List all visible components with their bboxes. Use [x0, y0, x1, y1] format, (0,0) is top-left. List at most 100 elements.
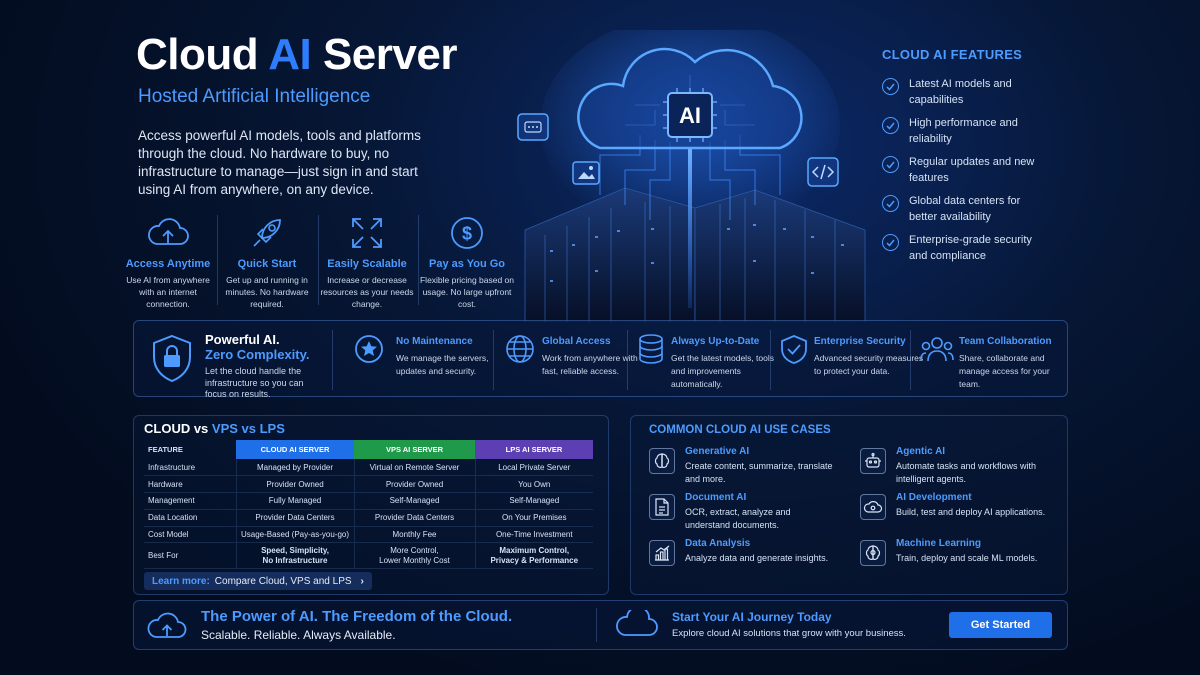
- mid-item-title: Global Access: [542, 336, 611, 347]
- divider: [217, 215, 218, 305]
- mid-item-desc: Share, collaborate and manage access for…: [959, 353, 1050, 389]
- benefit-title: Access Anytime: [125, 258, 211, 270]
- feature-item: High performance and reliability: [882, 116, 1042, 147]
- lock-shield-icon: [150, 333, 194, 388]
- divider: [910, 330, 911, 390]
- globe-icon: [505, 334, 535, 369]
- use-case-title: AI Development: [896, 492, 972, 503]
- feature-item: Latest AI models and capabilities: [882, 77, 1042, 108]
- get-started-button[interactable]: Get Started: [949, 612, 1052, 638]
- benefit-desc: Flexible pricing based on usage. No larg…: [419, 275, 515, 309]
- benefit-desc: Use AI from anywhere with an internet co…: [126, 275, 210, 309]
- use-cases-panel: [630, 415, 1068, 595]
- use-case-desc: Automate tasks and workflows with intell…: [896, 461, 1037, 484]
- chat-icon: [517, 113, 549, 141]
- benefit-quick-start: Quick Start Get up and running in minute…: [217, 213, 317, 310]
- cloud-upload-icon: [146, 611, 188, 646]
- learn-more-label: Learn more:: [152, 575, 210, 587]
- table-cell: Provider Owned: [353, 475, 475, 494]
- table-cell: Usage-Based (Pay-as-you-go): [235, 526, 354, 544]
- page-title: Cloud AI Server: [136, 30, 457, 79]
- check-circle-icon: [882, 117, 899, 134]
- table-header-row: FEATURE CLOUD AI SERVER VPS AI SERVER LP…: [144, 440, 593, 459]
- mid-item-desc: Get the latest models, tools and improve…: [671, 353, 774, 389]
- divider: [318, 215, 319, 305]
- benefit-pay-as-you-go: $ Pay as You Go Flexible pricing based o…: [417, 213, 517, 310]
- shield-check-icon: [780, 334, 808, 369]
- rocket-icon: [217, 213, 317, 253]
- table-cell: On Your Premises: [474, 509, 593, 527]
- team-icon: [920, 334, 954, 369]
- learn-more-text: Compare Cloud, VPS and LPS: [214, 575, 352, 587]
- mid-item-title: Team Collaboration: [959, 336, 1052, 347]
- hero-description: Access powerful AI models, tools and pla…: [138, 128, 421, 197]
- table-cell: Self-Managed: [353, 492, 475, 510]
- table-cell: Monthly Fee: [353, 526, 475, 544]
- database-icon: [638, 334, 664, 369]
- expand-arrows-icon: [317, 213, 417, 253]
- use-case-title: Machine Learning: [896, 538, 982, 549]
- dollar-icon: $: [417, 213, 517, 253]
- cloud-gear-icon: [860, 494, 886, 520]
- feature-text: Global data centers for better availabil…: [909, 195, 1021, 223]
- table-cell: Cost Model: [144, 526, 236, 544]
- table-cell: Maximum Control,Privacy & Performance: [474, 542, 593, 570]
- brain-icon: [649, 448, 675, 474]
- table-cell: Managed by Provider: [235, 459, 354, 477]
- cloud-chip-label: AI: [679, 103, 701, 128]
- check-circle-icon: [882, 78, 899, 95]
- check-circle-icon: [882, 156, 899, 173]
- table-cell: Best For: [144, 542, 236, 570]
- divider: [627, 330, 628, 390]
- powerful-title-2: Zero Complexity.: [205, 347, 310, 362]
- mid-item-desc: We manage the servers, updates and secur…: [396, 353, 489, 376]
- feature-text: Latest AI models and capabilities: [909, 78, 1012, 106]
- benefit-title: Easily Scalable: [327, 258, 407, 270]
- use-case-title: Data Analysis: [685, 538, 751, 549]
- table-row: Best For Speed, Simplicity,No Infrastruc…: [144, 542, 593, 570]
- mid-item-desc: Advanced security measures to protect yo…: [814, 353, 924, 376]
- star-badge-icon: [354, 334, 384, 369]
- use-case-desc: Build, test and deploy AI applications.: [896, 507, 1046, 517]
- divider: [332, 330, 333, 390]
- table-cell: Speed, Simplicity,No Infrastructure: [235, 542, 354, 570]
- divider: [418, 215, 419, 305]
- benefits-band: [133, 320, 1068, 397]
- table-cell: Provider Data Centers: [353, 509, 475, 527]
- table-cell: Provider Data Centers: [235, 509, 354, 527]
- features-title: CLOUD AI FEATURES: [882, 47, 1023, 62]
- feature-text: High performance and reliability: [909, 117, 1018, 145]
- powerful-desc: Let the cloud handle the infrastructure …: [205, 366, 304, 399]
- footer-banner: [133, 600, 1068, 650]
- cta-title: Start Your AI Journey Today: [672, 610, 832, 624]
- feature-text: Regular updates and new features: [909, 156, 1035, 184]
- benefit-desc: Get up and running in minutes. No hardwa…: [225, 275, 309, 309]
- robot-icon: [860, 448, 886, 474]
- feature-item: Global data centers for better availabil…: [882, 194, 1042, 225]
- divider: [493, 330, 494, 390]
- column-header: LPS AI SERVER: [475, 440, 593, 459]
- feature-item: Regular updates and new features: [882, 155, 1042, 186]
- footer-subtitle: Scalable. Reliable. Always Available.: [201, 628, 396, 642]
- learn-more-link[interactable]: Learn more: Compare Cloud, VPS and LPS ›: [144, 572, 372, 590]
- chevron-right-icon: ›: [360, 575, 364, 587]
- divider: [770, 330, 771, 390]
- cloud-icon: [614, 606, 660, 643]
- column-header: VPS AI SERVER: [354, 440, 475, 459]
- use-case-title: Agentic AI: [896, 446, 946, 457]
- table-cell: Local Private Server: [474, 459, 593, 477]
- cloud-server-illustration: AI: [517, 30, 866, 322]
- divider: [596, 608, 597, 642]
- table-cell: Virtual on Remote Server: [353, 459, 475, 477]
- benefit-title: Quick Start: [237, 258, 297, 270]
- table-cell: More Control,Lower Monthly Cost: [353, 542, 475, 570]
- cloud-upload-icon: [118, 213, 218, 253]
- table-cell: Management: [144, 492, 236, 510]
- mid-item-title: Enterprise Security: [814, 336, 906, 347]
- server-racks: [524, 187, 866, 322]
